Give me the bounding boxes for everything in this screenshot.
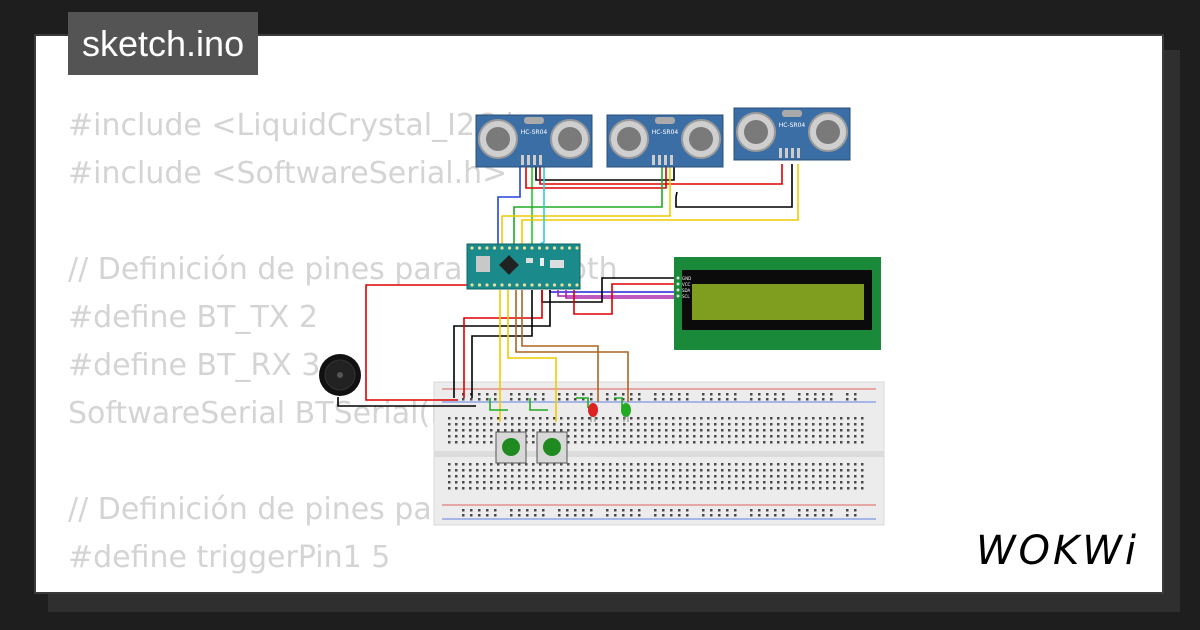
sensor-label: HC-SR04: [652, 129, 679, 136]
lcd-pin-label: VCC: [682, 282, 691, 287]
sensor-label: HC-SR04: [779, 122, 806, 129]
ultrasonic-sensor: HC-SR04: [733, 107, 851, 161]
lcd-pin-label: GND: [682, 276, 691, 281]
preview-card: #include <LiquidCrystal_I2C.h>#include <…: [34, 34, 1164, 594]
wokwi-logo: WOKWi: [976, 528, 1139, 574]
leds: [588, 403, 631, 422]
sensor-label: HC-SR04: [521, 129, 548, 136]
code-editor: #include <LiquidCrystal_I2C.h>#include <…: [68, 102, 659, 592]
breadboard-holes: [448, 393, 864, 517]
lcd-pin-label: SDA: [682, 288, 691, 293]
buzzer: [319, 354, 361, 396]
arduino-nano: [466, 243, 581, 290]
pushbuttons: [495, 431, 568, 464]
code-line: #define echoPin1 4: [68, 582, 659, 592]
code-line: #define BT_TX 2: [68, 300, 318, 335]
code-line: #include <SoftwareSerial.h>: [68, 156, 508, 191]
code-line: #define BT_RX 3: [68, 348, 321, 383]
code-line: #define triggerPin1 5: [68, 540, 391, 575]
ultrasonic-sensor: HC-SR04: [606, 114, 724, 168]
wires: [337, 164, 799, 422]
file-tab[interactable]: sketch.ino: [68, 12, 259, 75]
ultrasonic-sensor: HC-SR04: [475, 114, 593, 168]
lcd-pin-label: SCL: [682, 294, 690, 299]
